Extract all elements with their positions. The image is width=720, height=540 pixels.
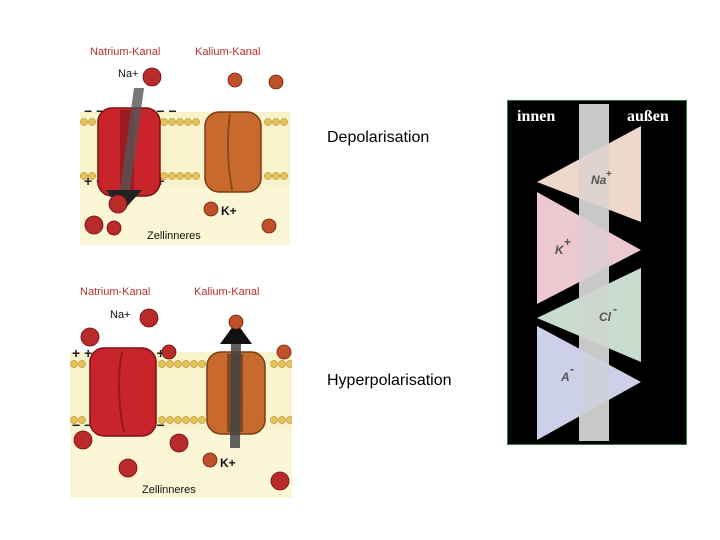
lipid-head (174, 416, 182, 424)
lipid-head (160, 118, 168, 126)
sodium-channel-label: Natrium-Kanal (90, 46, 160, 58)
lipid-head (78, 360, 86, 368)
svg-text:-: - (570, 362, 574, 376)
hyperpolarisation-illustration: + + + + + + + + − − − − − − − − Natrium-… (70, 280, 292, 498)
svg-text:Na: Na (591, 173, 607, 187)
lipid-head (270, 416, 278, 424)
lipid-head (88, 172, 96, 180)
lipid-head (70, 360, 78, 368)
lipid-head (270, 360, 278, 368)
sodium-channel-label: Natrium-Kanal (80, 286, 150, 298)
ion-label-k: K + (555, 235, 571, 257)
lipid-head (176, 172, 184, 180)
lipid-head (264, 172, 272, 180)
sodium-ions (84, 67, 162, 236)
lipid-head (88, 118, 96, 126)
lipid-head (182, 360, 190, 368)
svg-text:-: - (613, 302, 617, 316)
lipid-head (272, 118, 280, 126)
lipid-head (176, 118, 184, 126)
svg-text:K: K (555, 243, 565, 257)
lipid-head (168, 172, 176, 180)
hyperpolarisation-caption: Hyperpolarisation (327, 372, 452, 389)
potassium-ions (203, 72, 284, 234)
lipid-head (192, 172, 200, 180)
cell-interior-label: Zellinneres (142, 484, 196, 496)
sodium-ion-label: Na+ (110, 309, 131, 321)
cell-interior-label: Zellinneres (147, 230, 201, 242)
lipid-head (184, 172, 192, 180)
potassium-channel-label: Kalium-Kanal (194, 286, 259, 298)
ion-label-na: Na + (591, 169, 612, 187)
potassium-channel (204, 111, 262, 193)
ion-gradient-diagram: innen außen Na + K + Cl - A - (507, 100, 687, 445)
lipid-head (264, 118, 272, 126)
ion-label-cl: Cl - (599, 302, 617, 324)
lipid-head (272, 172, 280, 180)
lipid-head (278, 416, 286, 424)
lipid-head (184, 118, 192, 126)
lipid-head (286, 360, 292, 368)
lipid-head (190, 416, 198, 424)
lipid-heads (70, 360, 292, 424)
lipid-head (166, 360, 174, 368)
lipid-head (78, 416, 86, 424)
potassium-ion-label: K+ (220, 456, 236, 470)
lipid-head (280, 172, 288, 180)
ion-label-a: A - (560, 362, 574, 384)
sodium-channel (89, 347, 157, 437)
lipid-head (80, 118, 88, 126)
lipid-head (190, 360, 198, 368)
potassium-outflow-arrow (220, 322, 252, 448)
lipid-head (168, 118, 176, 126)
lipid-head (166, 416, 174, 424)
lipid-head (158, 416, 166, 424)
lipid-head (70, 416, 78, 424)
lipid-head (278, 360, 286, 368)
depolarisation-illustration: − − − − − − − − + + + + + + + Natrium-Ka… (80, 40, 290, 245)
sodium-ion-label: Na+ (118, 68, 139, 80)
outside-label: außen (627, 108, 669, 125)
lipid-head (182, 416, 190, 424)
potassium-ion-label: K+ (221, 204, 237, 218)
lipid-head (280, 118, 288, 126)
lipid-head (286, 416, 292, 424)
lipid-head (198, 360, 206, 368)
lipid-head (158, 360, 166, 368)
svg-text:+: + (564, 235, 571, 249)
lipid-head (80, 172, 88, 180)
inside-label: innen (517, 108, 555, 125)
lipid-head (174, 360, 182, 368)
sodium-ions (73, 308, 290, 491)
svg-text:+: + (606, 169, 612, 180)
lipid-head (198, 416, 206, 424)
svg-text:A: A (560, 370, 570, 384)
svg-text:Cl: Cl (599, 310, 612, 324)
lipid-head (192, 118, 200, 126)
potassium-channel-label: Kalium-Kanal (195, 46, 260, 58)
depolarisation-caption: Depolarisation (327, 129, 430, 146)
potassium-ions (202, 314, 292, 468)
